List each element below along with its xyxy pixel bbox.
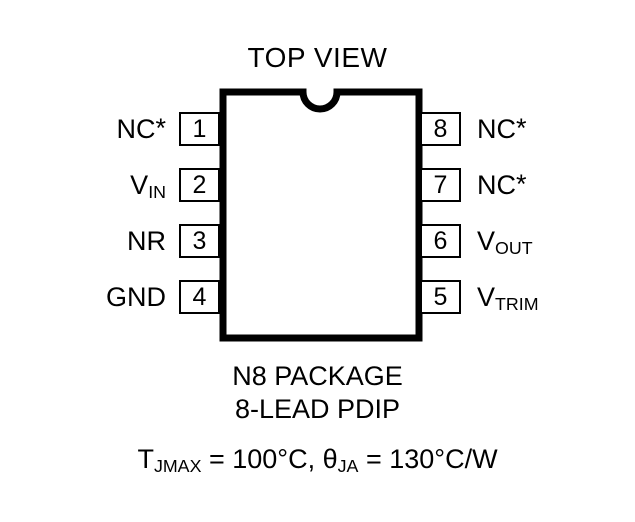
pin-box-1[interactable]: 1 bbox=[179, 112, 220, 146]
pin-label-7-asterisk: * bbox=[516, 169, 527, 200]
pin-label-2-subscript: IN bbox=[148, 182, 166, 203]
tjmax-value: 100°C bbox=[232, 444, 308, 474]
pin-box-5[interactable]: 5 bbox=[420, 280, 461, 314]
page-title: TOP VIEW bbox=[247, 42, 388, 73]
pin-label-4: GND bbox=[0, 282, 166, 312]
pin-label-8-text: NC bbox=[477, 114, 516, 144]
pin-label-1: NC* bbox=[0, 113, 166, 144]
pin-label-6: VOUT bbox=[477, 226, 635, 259]
theta-ja-symbol: θ bbox=[322, 444, 338, 474]
pin-label-3: NR bbox=[0, 226, 166, 256]
pin-label-6-text: V bbox=[477, 226, 496, 256]
pin-label-7: NC* bbox=[477, 169, 635, 200]
pin-label-1-text: NC bbox=[116, 114, 156, 144]
tjmax-subscript: JMAX bbox=[153, 456, 202, 477]
pin-label-5-subscript: TRIM bbox=[495, 294, 539, 315]
pin-label-3-text: NR bbox=[127, 226, 166, 256]
pin-box-3[interactable]: 3 bbox=[179, 224, 220, 258]
pin-box-4[interactable]: 4 bbox=[179, 280, 220, 314]
pin-label-1-asterisk: * bbox=[155, 113, 166, 144]
package-body-path bbox=[219, 88, 423, 342]
theta-ja-equals: = bbox=[358, 444, 390, 474]
package-body-outline bbox=[219, 88, 423, 342]
pin-label-4-text: GND bbox=[106, 282, 166, 312]
pin-box-2[interactable]: 2 bbox=[179, 168, 220, 202]
pin-label-2: VIN bbox=[0, 170, 166, 203]
tjmax-symbol: T bbox=[137, 444, 154, 474]
pin-label-8: NC* bbox=[477, 113, 635, 144]
package-name-line-2: 8-LEAD PDIP bbox=[234, 394, 401, 424]
pin-box-6[interactable]: 6 bbox=[420, 224, 461, 258]
theta-ja-subscript: JA bbox=[337, 456, 359, 477]
theta-ja-value: 130°C/W bbox=[389, 444, 498, 474]
tjmax-equals: = bbox=[201, 444, 233, 474]
pin-label-5: VTRIM bbox=[477, 282, 635, 315]
pin-label-8-asterisk: * bbox=[516, 113, 527, 144]
pin-label-2-text: V bbox=[130, 170, 149, 200]
thermal-spec: TJMAX = 100°C, θJA = 130°C/W bbox=[0, 443, 635, 478]
thermal-separator: , bbox=[307, 444, 323, 474]
pin-label-5-text: V bbox=[477, 282, 496, 312]
pin-box-7[interactable]: 7 bbox=[420, 168, 461, 202]
pin-box-8[interactable]: 8 bbox=[420, 112, 461, 146]
pin-label-6-subscript: OUT bbox=[495, 238, 533, 259]
package-name-line-1: N8 PACKAGE bbox=[232, 361, 403, 391]
pin-label-7-text: NC bbox=[477, 170, 516, 200]
